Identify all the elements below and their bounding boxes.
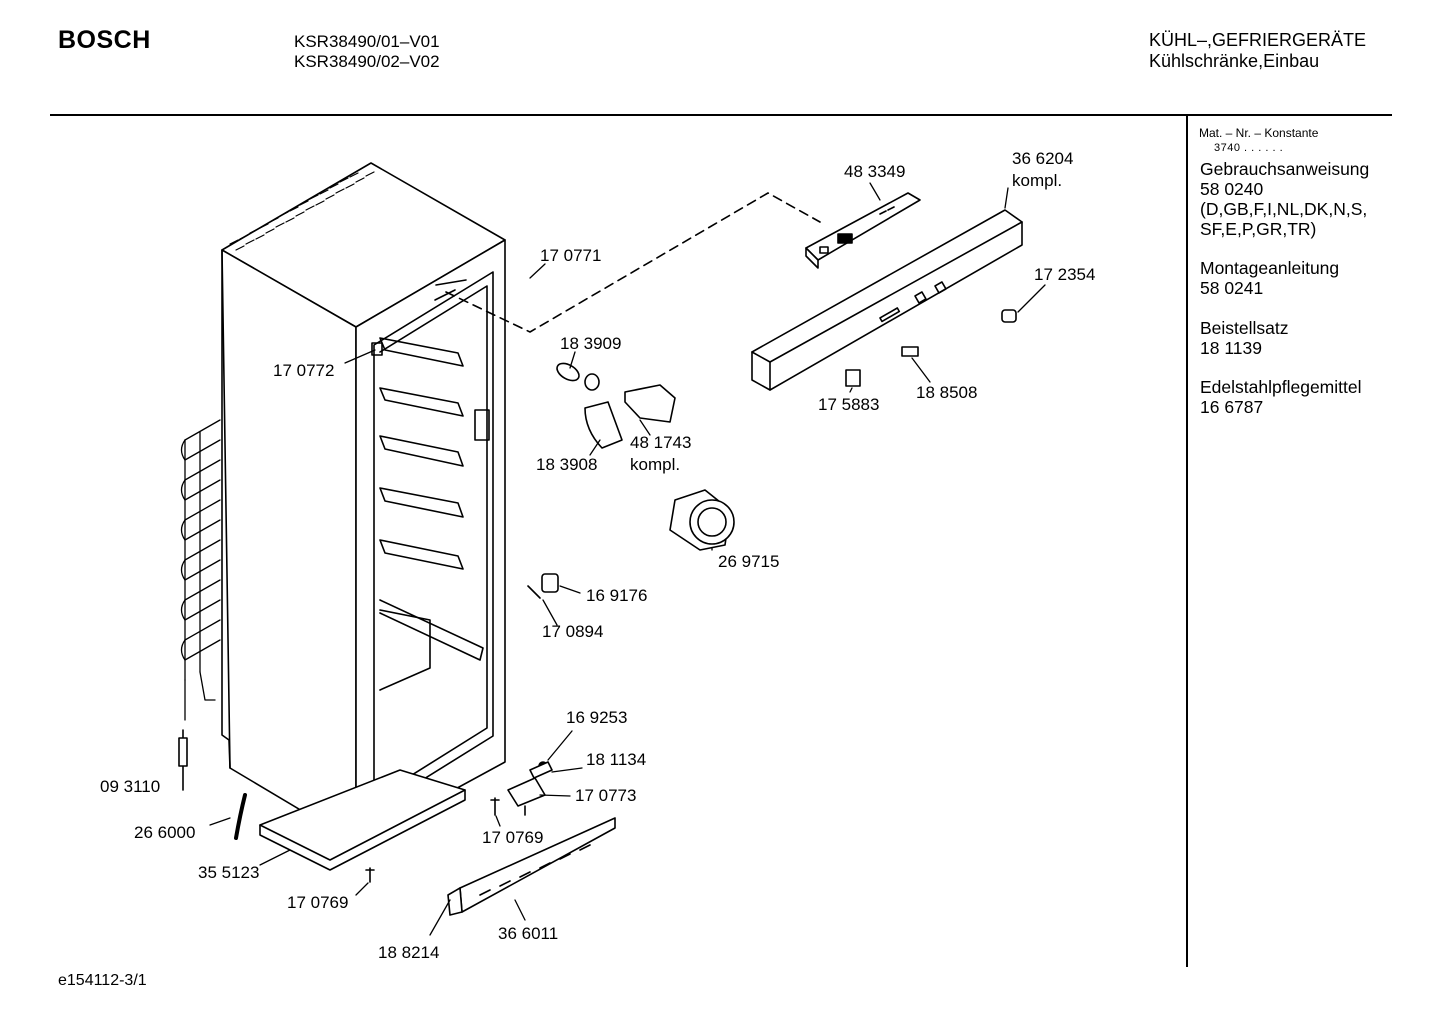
part-label-170769-hinge: 17 0769 xyxy=(482,828,543,847)
category-title: KÜHL–,GEFRIERGERÄTE xyxy=(1149,30,1367,50)
part-label-481743: 48 1743 xyxy=(630,433,691,452)
model-number-1: KSR38490/01–V01 xyxy=(294,32,440,51)
hinge-170773 xyxy=(507,777,546,807)
part-label-170771: 17 0771 xyxy=(540,246,601,265)
holder-169176 xyxy=(541,573,559,593)
doc-manual-langs-1: (D,GB,F,I,NL,DK,N,S, xyxy=(1200,199,1368,219)
drawing-code: e154112-3/1 xyxy=(58,972,147,989)
part-label-170772: 17 0772 xyxy=(273,361,334,380)
part-label-483349: 48 3349 xyxy=(844,162,905,181)
part-label-269715: 26 9715 xyxy=(718,552,779,571)
part-label-181134: 18 1134 xyxy=(586,750,646,769)
part-label-188508: 18 8508 xyxy=(916,383,977,402)
part-label-183908: 18 3908 xyxy=(536,455,597,474)
circuit-board xyxy=(805,192,921,269)
condenser-coil xyxy=(180,419,221,721)
part-label-175883: 17 5883 xyxy=(818,395,879,414)
doc-manual-number: 58 0240 xyxy=(1200,179,1264,199)
knob-172354 xyxy=(1001,309,1017,323)
kick-plate xyxy=(447,817,616,916)
part-label-170773: 17 0773 xyxy=(575,786,636,805)
doc-care-title: Edelstahlpflegemittel xyxy=(1200,377,1362,397)
brand-logo: BOSCH xyxy=(58,26,151,54)
part-label-355123: 35 5123 xyxy=(198,863,259,882)
cabinet-body xyxy=(221,162,506,871)
category-subtitle: Kühlschränke,Einbau xyxy=(1149,51,1320,71)
part-label-169176: 16 9176 xyxy=(586,586,647,605)
hinge-181134 xyxy=(529,761,553,779)
part-label-170769-base: 17 0769 xyxy=(287,893,348,912)
header-divider xyxy=(50,114,1392,116)
part-label-481743-kompl: kompl. xyxy=(630,455,680,474)
part-label-366204-kompl: kompl. xyxy=(1012,171,1062,190)
part-label-188214: 18 8214 xyxy=(378,943,439,962)
control-panel xyxy=(751,209,1023,391)
clip-188508 xyxy=(901,346,919,357)
capillary-tube xyxy=(178,729,188,791)
part-label-366204: 36 6204 xyxy=(1012,149,1073,168)
switch-175883 xyxy=(845,369,861,387)
connection-cable xyxy=(445,192,821,333)
model-number-2: KSR38490/02–V02 xyxy=(294,52,440,71)
part-label-366011: 36 6011 xyxy=(498,924,558,943)
part-label-172354: 17 2354 xyxy=(1034,265,1095,284)
doc-manual-title: Gebrauchsanweisung xyxy=(1200,159,1370,179)
doc-assembly-title: Montageanleitung xyxy=(1200,258,1340,278)
part-label-170894: 17 0894 xyxy=(542,622,603,641)
drain-hose xyxy=(234,793,247,840)
konstante-value: 3740 . . . . . . xyxy=(1214,142,1284,154)
part-label-169253: 16 9253 xyxy=(566,708,627,727)
doc-kit-number: 18 1139 xyxy=(1200,338,1262,358)
sidebar-divider xyxy=(1186,115,1188,967)
part-label-266000: 26 6000 xyxy=(134,823,195,842)
part-label-183909: 18 3909 xyxy=(560,334,621,353)
doc-manual-langs-2: SF,E,P,GR,TR) xyxy=(1200,219,1317,239)
konstante-label: Mat. – Nr. – Konstante xyxy=(1199,126,1319,140)
doc-care-number: 16 6787 xyxy=(1200,397,1264,417)
doc-kit-title: Beistellsatz xyxy=(1200,318,1289,338)
doc-assembly-number: 58 0241 xyxy=(1200,278,1264,298)
lamp-assembly xyxy=(556,362,676,449)
fan-unit xyxy=(669,489,735,551)
part-label-093110: 09 3110 xyxy=(100,777,160,796)
